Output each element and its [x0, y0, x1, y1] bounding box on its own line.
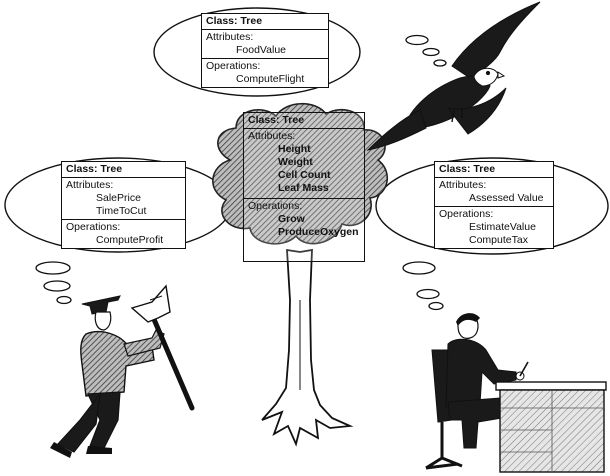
- lumberjack-attributes-section: Attributes: SalePrice TimeToCut: [62, 178, 185, 220]
- lumberjack-operation: ComputeProfit: [96, 234, 164, 246]
- lumberjack-attribute: SalePrice: [96, 192, 141, 204]
- lumberjack-thought-trail: [35, 261, 72, 305]
- assessor-class-box: Class: Tree Attributes: Assessed Value O…: [434, 161, 554, 249]
- bird-thought-trail: [405, 34, 447, 67]
- tree-trunk: [261, 248, 354, 447]
- assessor-thought-trail: [402, 261, 444, 311]
- bird-attributes-label: Attributes:: [206, 31, 254, 43]
- bird-operation: ComputeFlight: [236, 73, 305, 85]
- lumberjack-class-name: Class: Tree: [62, 162, 185, 178]
- assessor-operations-section: Operations: EstimateValue ComputeTax: [435, 207, 553, 248]
- lumberjack-operations-label: Operations:: [66, 221, 121, 233]
- tree-operation: Grow: [278, 213, 305, 225]
- assessor-figure: [425, 313, 607, 473]
- assessor-operation: EstimateValue: [469, 221, 536, 233]
- eagle-figure: [366, 1, 541, 151]
- tree-attribute: Cell Count: [278, 169, 331, 181]
- lumberjack-operations-section: Operations: ComputeProfit: [62, 220, 185, 248]
- assessor-attributes-section: Attributes: Assessed Value: [435, 178, 553, 207]
- lumberjack-attribute: TimeToCut: [96, 205, 147, 217]
- assessor-operation: ComputeTax: [469, 234, 528, 246]
- tree-operations-section: Operations: Grow ProduceOxygen: [244, 199, 364, 240]
- bird-class-name: Class: Tree: [202, 14, 328, 30]
- bird-class-box: Class: Tree Attributes: FoodValue Operat…: [201, 13, 329, 88]
- tree-attributes-label: Attributes:: [248, 130, 296, 142]
- tree-operations-label: Operations:: [248, 200, 303, 212]
- tree-class-box: Class: Tree Attributes: Height Weight Ce…: [243, 112, 365, 262]
- tree-attributes-section: Attributes: Height Weight Cell Count Lea…: [244, 129, 364, 199]
- assessor-attributes-label: Attributes:: [439, 179, 487, 191]
- tree-attribute: Leaf Mass: [278, 182, 329, 194]
- bird-operations-section: Operations: ComputeFlight: [202, 59, 328, 87]
- lumberjack-attributes-label: Attributes:: [66, 179, 114, 191]
- lumberjack-figure: [50, 284, 195, 458]
- tree-attribute: Height: [278, 143, 311, 155]
- assessor-class-name: Class: Tree: [435, 162, 553, 178]
- tree-foliage: [212, 103, 389, 245]
- tree-attribute: Weight: [278, 156, 313, 168]
- bird-attribute: FoodValue: [236, 44, 287, 56]
- lumberjack-class-box: Class: Tree Attributes: SalePrice TimeTo…: [61, 161, 186, 249]
- bird-attributes-section: Attributes: FoodValue: [202, 30, 328, 59]
- bird-operations-label: Operations:: [206, 60, 261, 72]
- tree-operation: ProduceOxygen: [278, 226, 359, 238]
- tree-class-name: Class: Tree: [244, 113, 364, 129]
- assessor-attribute: Assessed Value: [469, 192, 544, 204]
- assessor-operations-label: Operations:: [439, 208, 494, 220]
